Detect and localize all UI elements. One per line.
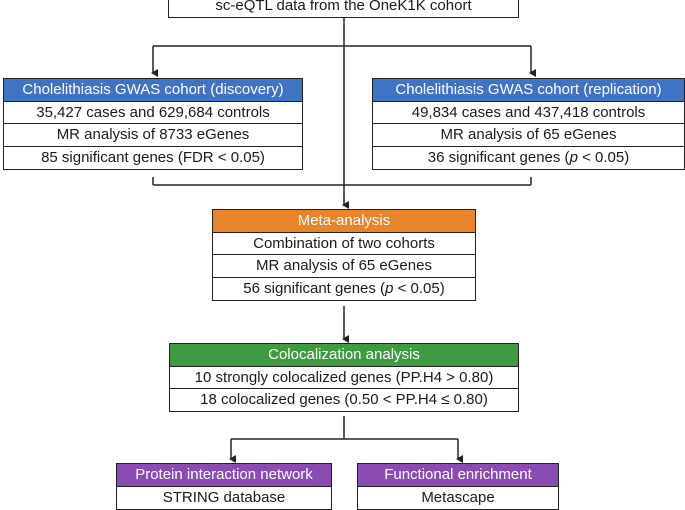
ppi-string: STRING database: [116, 485, 332, 510]
meta-header: Meta-analysis: [212, 209, 476, 233]
discovery-significant: 85 significant genes (FDR < 0.05): [3, 145, 303, 170]
discovery-box: Cholelithiasis GWAS cohort (discovery) 3…: [3, 78, 303, 170]
replication-box: Cholelithiasis GWAS cohort (replication)…: [372, 78, 685, 170]
protein-network-box: Protein interaction network STRING datab…: [116, 463, 332, 510]
meta-combination: Combination of two cohorts: [212, 231, 476, 256]
replication-cases: 49,834 cases and 437,418 controls: [372, 100, 685, 125]
coloc-header: Colocalization analysis: [169, 343, 519, 367]
meta-mr: MR analysis of 65 eGenes: [212, 254, 476, 278]
enrich-header: Functional enrichment: [357, 463, 559, 487]
coloc-strong: 10 strongly colocalized genes (PP.H4 > 0…: [169, 365, 519, 390]
ppi-header: Protein interaction network: [116, 463, 332, 487]
discovery-mr: MR analysis of 8733 eGenes: [3, 123, 303, 147]
discovery-header: Cholelithiasis GWAS cohort (discovery): [3, 78, 303, 102]
functional-enrichment-box: Functional enrichment Metascape: [357, 463, 559, 510]
enrich-metascape: Metascape: [357, 485, 559, 510]
replication-header: Cholelithiasis GWAS cohort (replication): [372, 78, 685, 102]
onek1k-label: sc-eQTL data from the OneK1K cohort: [168, 0, 519, 18]
onek1k-box: sc-eQTL data from the OneK1K cohort: [168, 0, 519, 18]
colocalization-box: Colocalization analysis 10 strongly colo…: [169, 343, 519, 412]
replication-significant: 36 significant genes (p < 0.05): [372, 145, 685, 170]
meta-analysis-box: Meta-analysis Combination of two cohorts…: [212, 209, 476, 301]
coloc-moderate: 18 colocalized genes (0.50 < PP.H4 ≤ 0.8…: [169, 388, 519, 412]
meta-significant: 56 significant genes (p < 0.05): [212, 276, 476, 301]
replication-mr: MR analysis of 65 eGenes: [372, 123, 685, 147]
discovery-cases: 35,427 cases and 629,684 controls: [3, 100, 303, 125]
